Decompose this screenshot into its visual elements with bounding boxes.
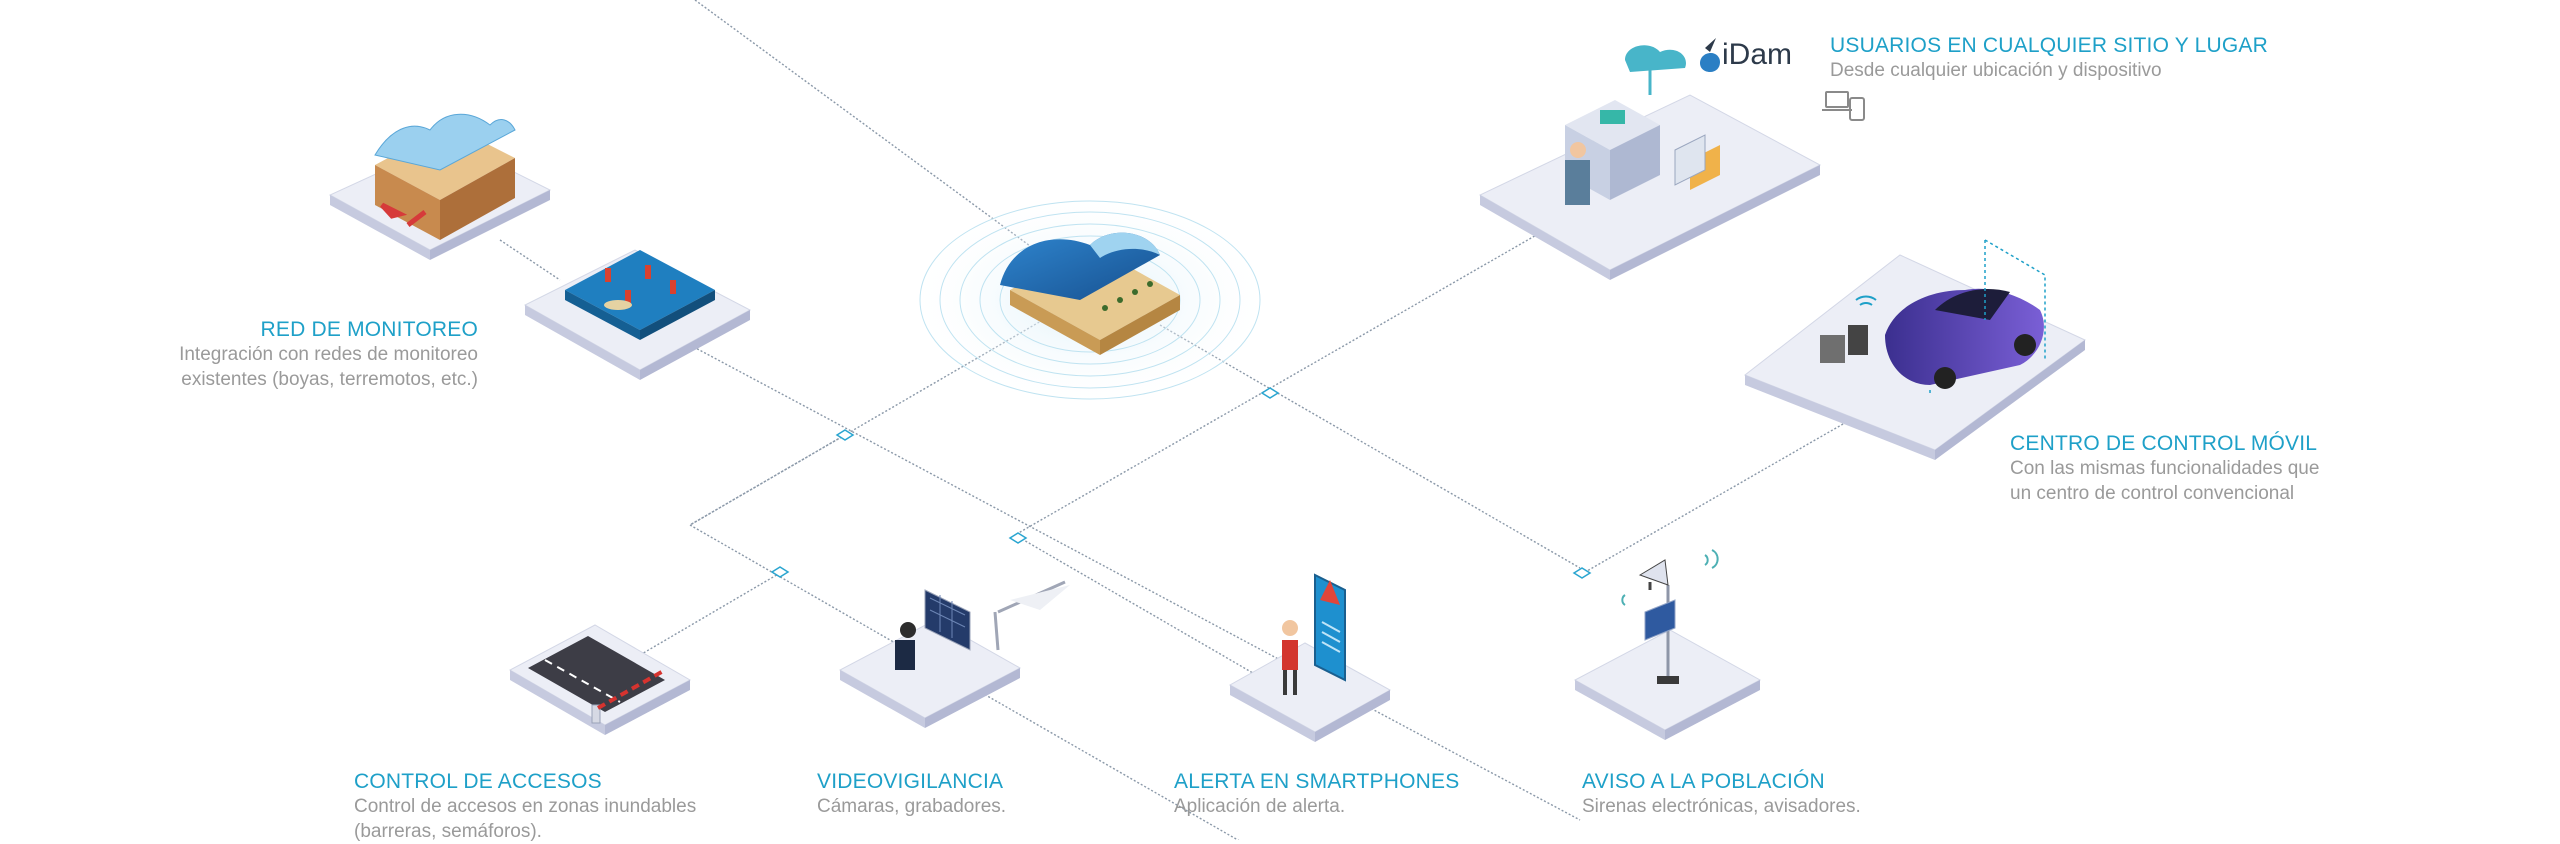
label-smartphone: ALERTA EN SMARTPHONES Aplicación de aler…	[1174, 770, 1459, 819]
mobile-title: CENTRO DE CONTROL MÓVIL	[2010, 432, 2318, 455]
tsunami-wave-icon	[905, 192, 1275, 408]
barrier-road-icon	[508, 624, 692, 735]
users-title: USUARIOS EN CUALQUIER SITIO Y LUGAR	[1830, 34, 2268, 57]
mobile-desc-1: Con las mismas funcionalidades que	[2010, 458, 2320, 479]
junction-markers	[770, 387, 1592, 579]
mobile-desc-2: un centro de control convencional	[2010, 483, 2295, 504]
cloud-server-icon	[1478, 45, 1822, 280]
monitoring-title: RED DE MONITOREO	[260, 318, 478, 341]
cctv-operator-icon	[838, 580, 1070, 728]
smartphone-alert-icon	[1228, 573, 1392, 742]
devices-icon	[1822, 91, 1865, 121]
idam-logo	[1700, 38, 1720, 72]
label-population: AVISO A LA POBLACIÓN Sirenas electrónica…	[1582, 770, 1861, 819]
label-video: VIDEOVIGILANCIA Cámaras, grabadores.	[817, 770, 1006, 819]
brand-name: iDam	[1722, 38, 1793, 71]
siren-icon	[1573, 549, 1762, 740]
label-access: CONTROL DE ACCESOS Control de accesos en…	[354, 770, 696, 844]
label-users: USUARIOS EN CUALQUIER SITIO Y LUGAR Desd…	[1830, 34, 2268, 83]
video-title: VIDEOVIGILANCIA	[817, 770, 1004, 793]
mobile-control-car-icon	[1743, 239, 2086, 460]
label-monitoring: RED DE MONITOREO Integración con redes d…	[58, 318, 478, 392]
access-desc-1: Control de accesos en zonas inundables	[354, 796, 697, 817]
population-title: AVISO A LA POBLACIÓN	[1582, 770, 1825, 793]
population-desc-1: Sirenas electrónicas, avisadores.	[1582, 796, 1861, 817]
buoy-network-icon	[523, 249, 752, 380]
smartphone-title: ALERTA EN SMARTPHONES	[1174, 770, 1460, 793]
users-desc-1: Desde cualquier ubicación y dispositivo	[1830, 60, 2162, 81]
access-title: CONTROL DE ACCESOS	[354, 770, 602, 793]
smartphone-desc-1: Aplicación de alerta.	[1174, 796, 1346, 817]
video-desc-1: Cámaras, grabadores.	[817, 796, 1007, 817]
monitoring-desc-2: existentes (boyas, terremotos, etc.)	[181, 369, 478, 390]
monitoring-desc-1: Integración con redes de monitoreo	[179, 344, 478, 365]
access-desc-2: (barreras, semáforos).	[354, 821, 542, 842]
earthquake-icon	[328, 113, 552, 260]
label-mobile: CENTRO DE CONTROL MÓVIL Con las mismas f…	[2010, 432, 2319, 506]
